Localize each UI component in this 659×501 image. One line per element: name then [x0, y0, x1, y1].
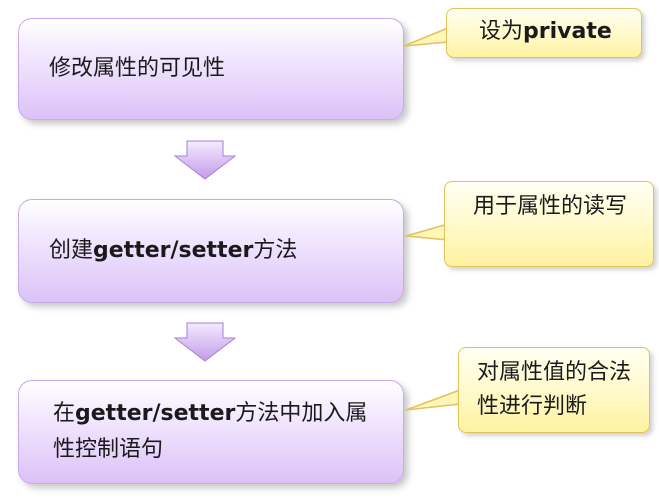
callout-3: 对属性值的合法性进行判断 — [458, 347, 650, 433]
step-1-box: 修改属性的可见性 — [18, 18, 404, 120]
callout-2: 用于属性的读写 — [444, 181, 654, 267]
step-1-label: 修改属性的可见性 — [49, 56, 226, 81]
callout-1-text: 设为private — [479, 19, 612, 44]
step-3-box: 在getter/setter方法中加入属性控制语句 — [18, 380, 404, 484]
callout-1: 设为private — [446, 8, 642, 58]
step-2-label: 创建getter/setter方法 — [49, 238, 298, 263]
callout-3-tail — [405, 389, 461, 411]
down-arrow-icon — [174, 322, 236, 362]
callout-3-text: 对属性值的合法性进行判断 — [477, 360, 632, 419]
callout-2-tail — [405, 223, 449, 241]
callout-2-text: 用于属性的读写 — [473, 194, 628, 219]
down-arrow-icon — [174, 140, 236, 180]
step-2-box: 创建getter/setter方法 — [18, 199, 404, 303]
step-3-label: 在getter/setter方法中加入属性控制语句 — [53, 401, 368, 462]
callout-1-tail — [403, 27, 449, 47]
